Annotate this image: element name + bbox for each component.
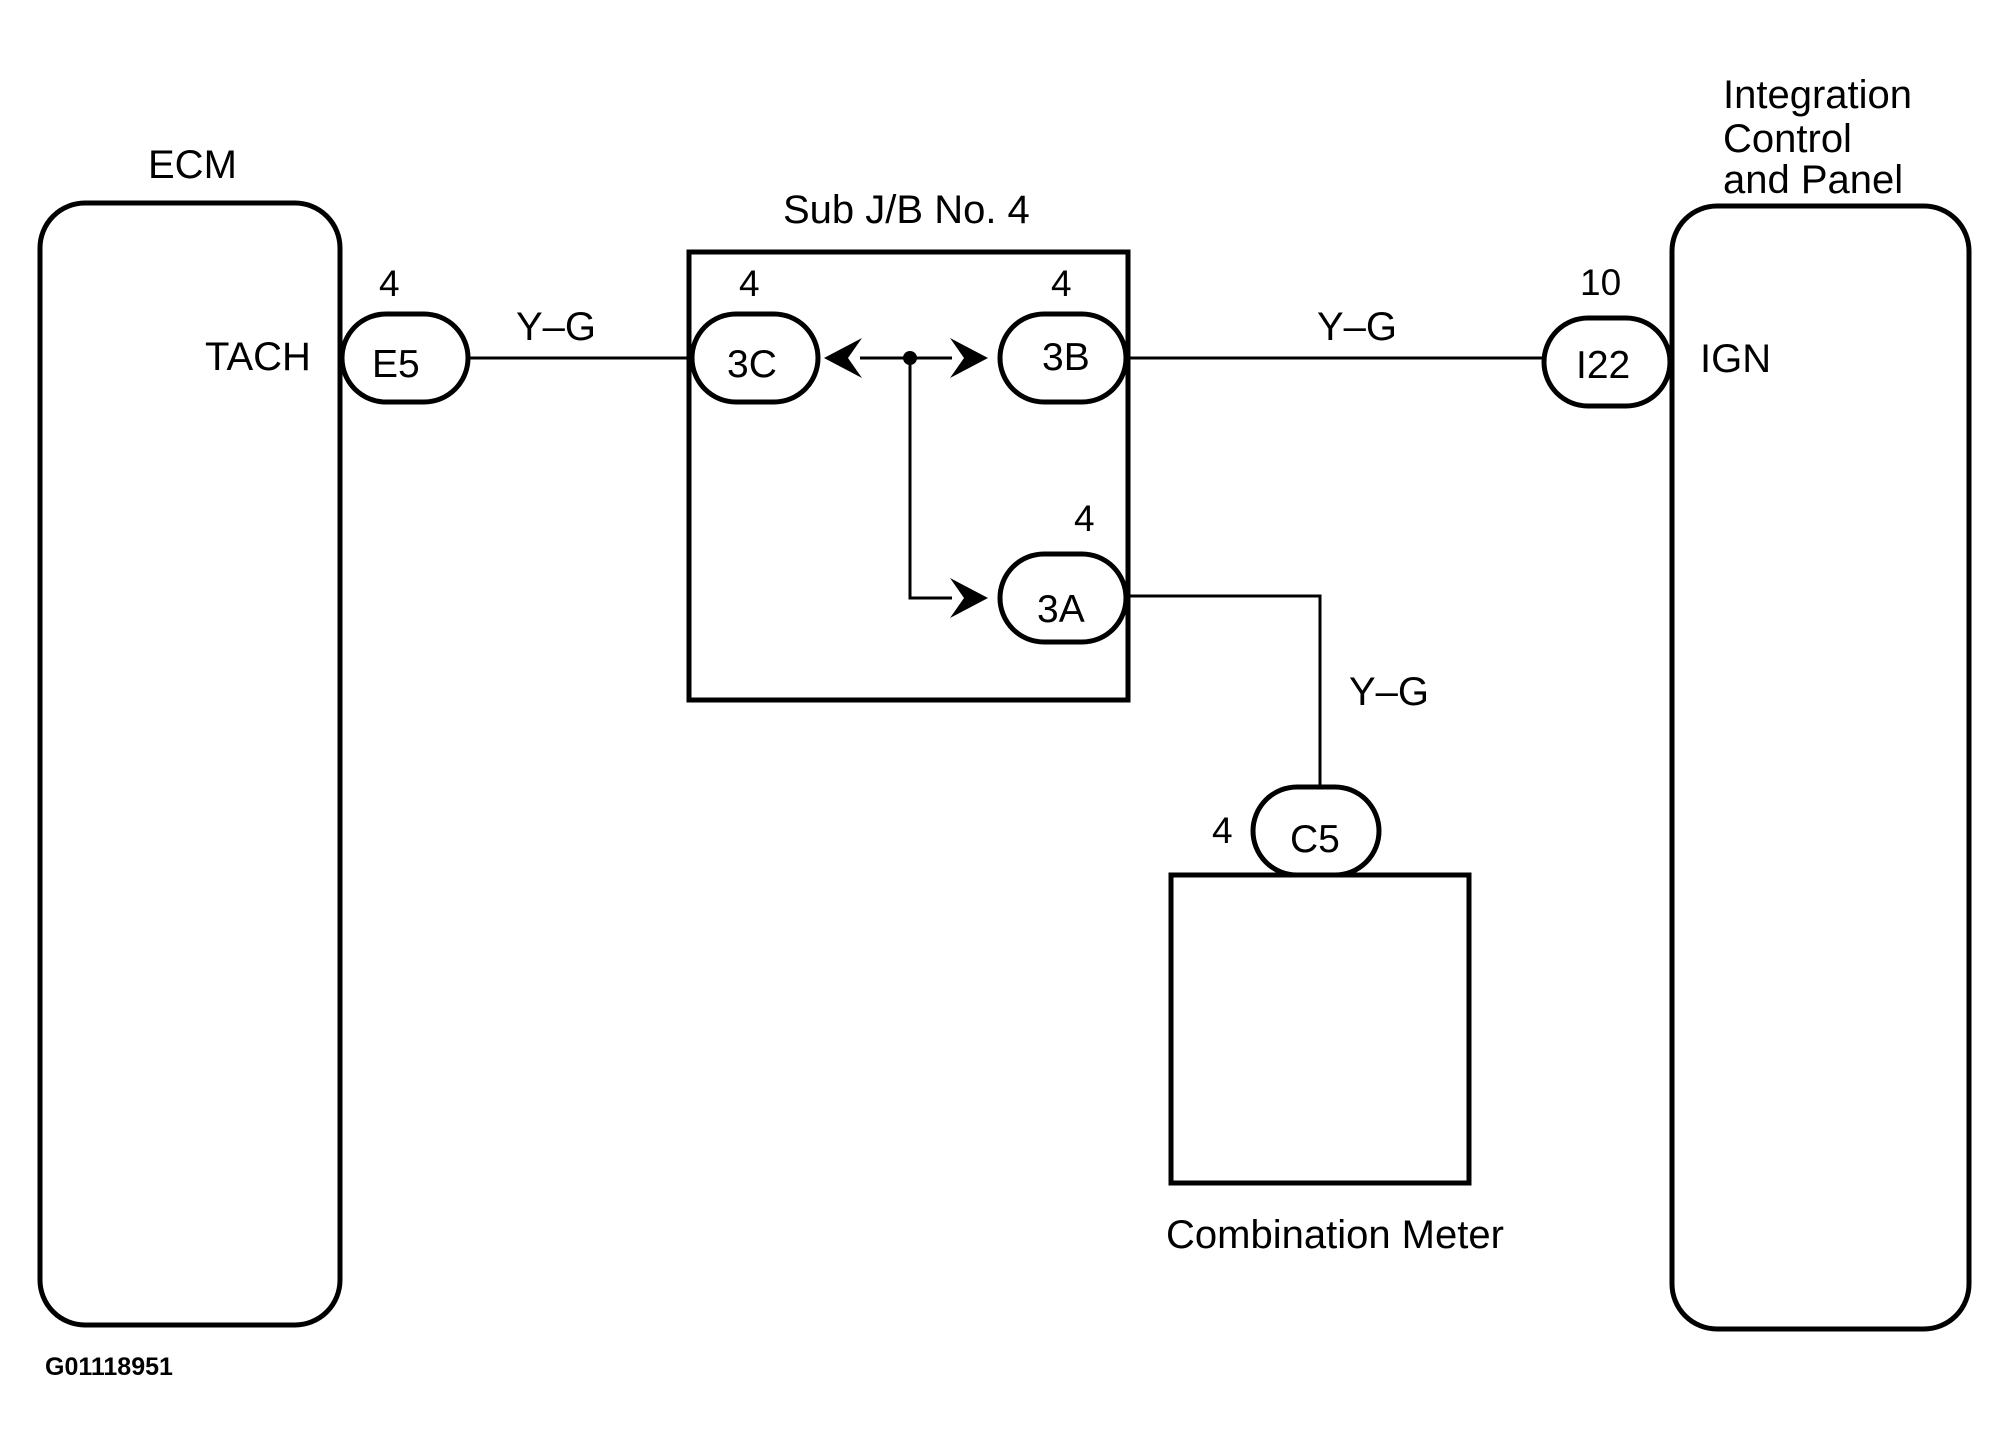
- connector-3a-pin: 4: [1074, 498, 1095, 539]
- arrow-right-3b: [950, 338, 988, 378]
- junction-arrows: [824, 338, 988, 618]
- connector-3a-shape: [997, 551, 1129, 645]
- wires: [466, 351, 1542, 785]
- icp-label-line-2: Control: [1723, 117, 1852, 161]
- icp-label-line-1: Integration: [1723, 73, 1912, 117]
- ecm-terminal-tach: TACH: [205, 335, 311, 379]
- connector-3c-shape: [689, 311, 821, 405]
- icp-box: [1669, 203, 1972, 1332]
- wire-3a-to-c5: [1127, 594, 1322, 785]
- connector-e5-pin: 4: [379, 263, 400, 304]
- connector-i22-pin: 10: [1580, 262, 1621, 303]
- connector-c5-shape: [1250, 784, 1382, 878]
- combination-meter: Combination Meter: [1166, 872, 1504, 1257]
- junction-block-label: Sub J/B No. 4: [783, 188, 1030, 232]
- connector-3c: 3C 4: [689, 263, 821, 405]
- connector-3c-pin: 4: [739, 263, 760, 304]
- arrow-right-3a: [950, 578, 988, 618]
- connector-3b-pin: 4: [1051, 263, 1072, 304]
- connector-3a-id: 3A: [1037, 588, 1085, 631]
- arrow-left-3c: [824, 338, 862, 378]
- connector-e5-id: E5: [372, 343, 420, 386]
- wire-label-jb-to-icp: Y–G: [1317, 305, 1397, 349]
- icp-component: Integration Control and Panel IGN: [1669, 73, 1972, 1332]
- connector-3b: 3B 4: [997, 263, 1129, 405]
- connector-i22-id: I22: [1576, 344, 1630, 387]
- connector-3c-id: 3C: [727, 343, 777, 386]
- combination-meter-label: Combination Meter: [1166, 1213, 1504, 1257]
- junction-block-box: [686, 249, 1131, 703]
- connector-c5-pin: 4: [1212, 810, 1233, 851]
- connector-e5-shape: [339, 311, 471, 405]
- connector-c5: C5 4: [1212, 784, 1382, 878]
- wire-branch-to-3a: [908, 358, 952, 600]
- ecm-label: ECM: [148, 143, 237, 187]
- connector-3b-id: 3B: [1042, 336, 1090, 379]
- connector-i22-shape: [1541, 315, 1673, 409]
- connector-3a: 3A 4: [997, 498, 1129, 645]
- connector-c5-id: C5: [1290, 818, 1340, 861]
- connector-3b-shape: [997, 311, 1129, 405]
- icp-label-line-3: and Panel: [1723, 158, 1903, 202]
- icp-terminal-ign: IGN: [1700, 337, 1771, 381]
- combination-meter-box: [1168, 872, 1472, 1186]
- ecm-box: [37, 200, 343, 1328]
- junction-block: Sub J/B No. 4: [686, 188, 1131, 703]
- figure-id: G01118951: [45, 1353, 173, 1381]
- splice-point: [903, 351, 917, 365]
- wire-label-ecm-to-jb: Y–G: [516, 305, 596, 349]
- connector-e5: E5 4: [339, 263, 471, 405]
- ecm-component: ECM TACH: [37, 143, 343, 1328]
- wire-label-jb-to-meter: Y–G: [1349, 670, 1429, 714]
- connector-i22: I22 10: [1541, 262, 1673, 409]
